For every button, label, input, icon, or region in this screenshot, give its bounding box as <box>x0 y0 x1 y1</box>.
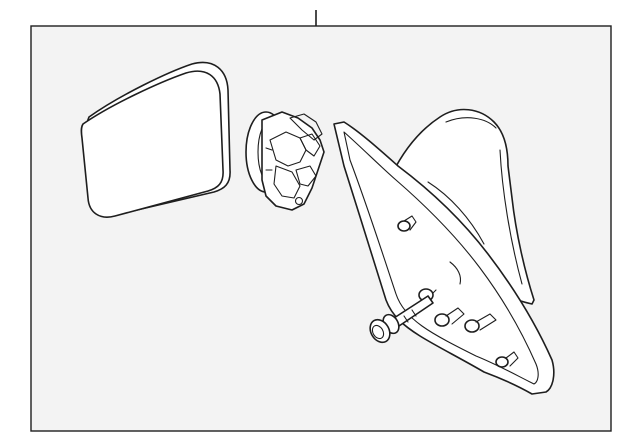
mirror-glass-icon <box>80 61 231 218</box>
bolt-icon <box>369 295 434 344</box>
motor-icon <box>245 111 325 211</box>
mirror-housing-icon <box>333 108 555 395</box>
